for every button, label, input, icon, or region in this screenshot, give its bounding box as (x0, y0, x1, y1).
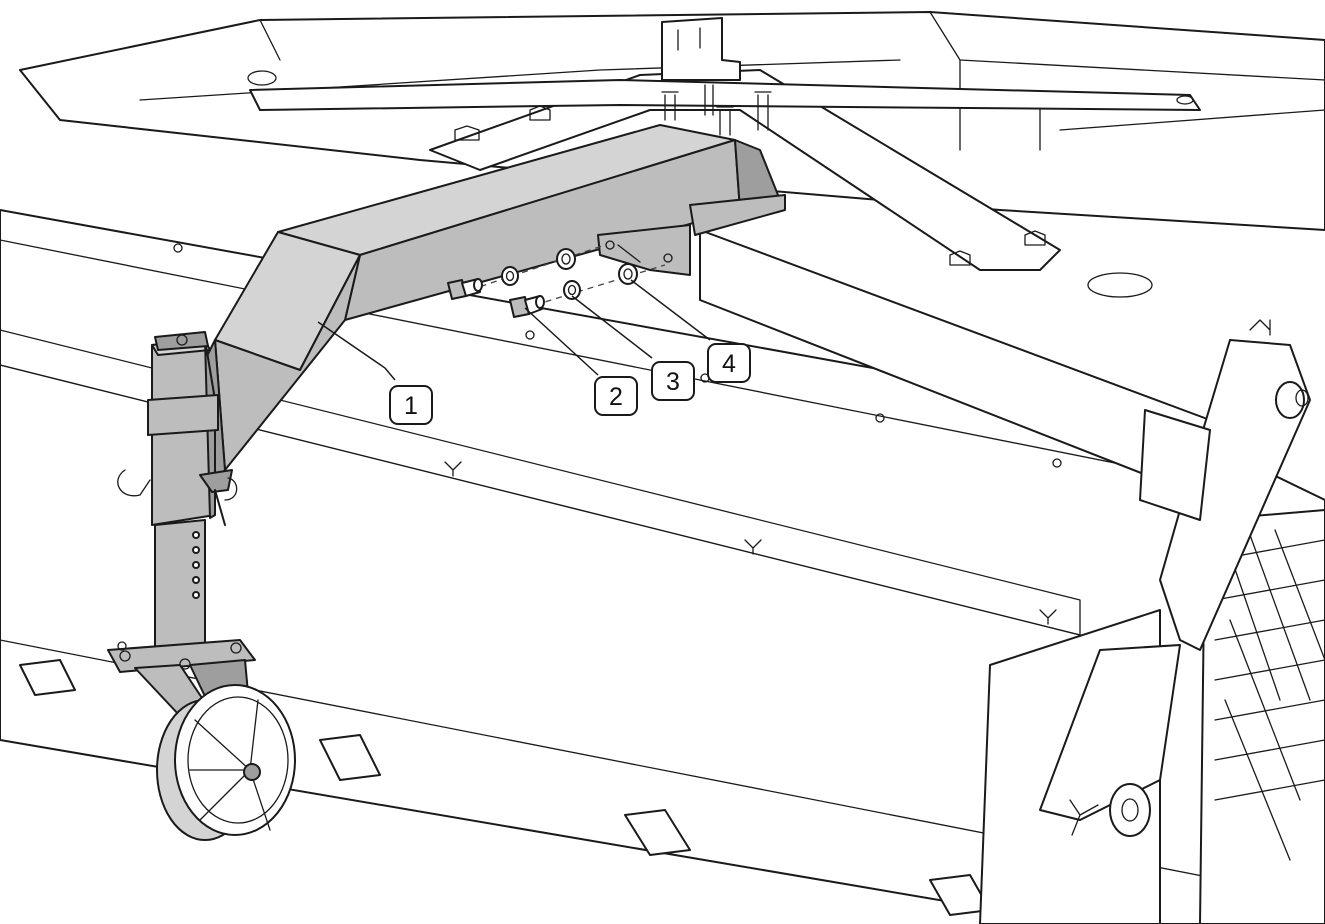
bolt-icon (509, 295, 545, 318)
leader-2 (524, 307, 599, 376)
callout-3: 3 (651, 361, 695, 401)
leader-1 (317, 321, 396, 381)
flat-washer-icon (618, 263, 638, 285)
bolt-icon (447, 278, 483, 300)
callout-1: 1 (389, 385, 433, 425)
callout-4-label: 4 (722, 350, 736, 378)
machine-frame (19, 11, 1325, 298)
callout-1-label: 1 (404, 392, 418, 420)
callout-3-label: 3 (666, 368, 680, 396)
jack-stand (107, 331, 296, 841)
leader-3 (571, 295, 653, 359)
callout-2: 2 (594, 376, 638, 416)
brush-end-assembly (979, 319, 1325, 924)
lock-washer-icon (563, 280, 581, 300)
callout-2-label: 2 (609, 383, 623, 411)
callout-leaders (317, 279, 711, 381)
support-arm-part (204, 124, 786, 481)
lock-washer-icon (501, 266, 519, 286)
flat-washer-icon (556, 248, 576, 270)
leader-4 (630, 279, 711, 341)
callout-4: 4 (707, 343, 751, 383)
fastener-set (447, 244, 666, 318)
